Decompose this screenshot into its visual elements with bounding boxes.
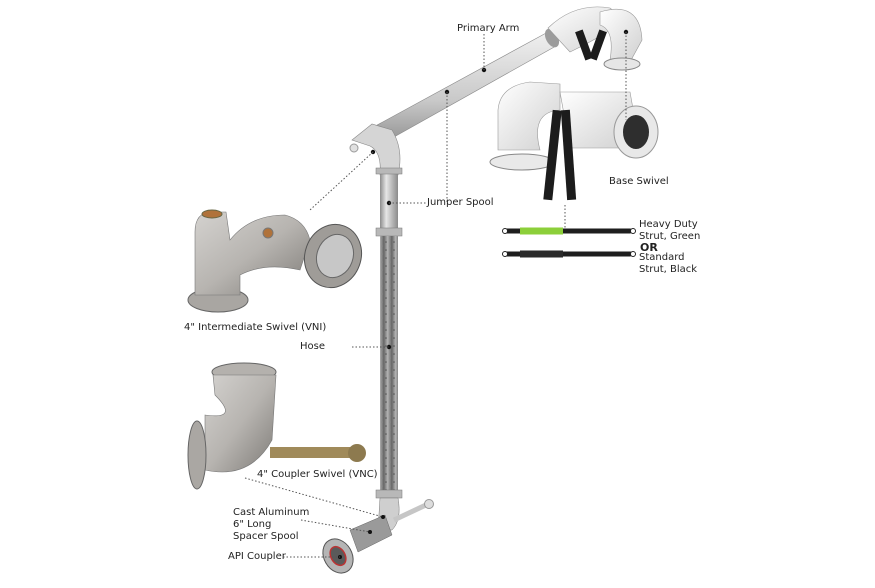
intermediate-swivel-vni — [187, 209, 362, 313]
base-swivel — [489, 81, 659, 201]
intermediate-elbow — [349, 123, 401, 176]
label-coupler-swivel: 4" Coupler Swivel (VNC) — [257, 469, 378, 480]
label-heavy-duty-strut-line1: Heavy Duty — [639, 219, 698, 230]
coupler-swivel-vnc — [187, 362, 366, 490]
bottom-coupler-assembly — [322, 497, 434, 574]
label-heavy-duty-strut: Heavy Duty Strut, Green — [639, 219, 700, 243]
top-swivel-assembly — [547, 6, 643, 71]
hose — [375, 236, 403, 499]
heavy-duty-strut-green — [502, 227, 636, 235]
label-spacer-spool: Cast Aluminum 6" Long Spacer Spool — [233, 507, 309, 543]
label-intermediate-swivel: 4" Intermediate Swivel (VNI) — [184, 322, 327, 333]
label-spacer-spool-line1: Cast Aluminum — [233, 507, 310, 518]
label-or: OR — [640, 241, 658, 254]
label-base-swivel: Base Swivel — [609, 176, 669, 187]
label-primary-arm: Primary Arm — [457, 23, 520, 34]
label-spacer-spool-line2: 6" Long — [233, 519, 272, 530]
standard-strut-black — [502, 250, 636, 258]
label-hose: Hose — [300, 341, 325, 352]
label-standard-strut: Standard Strut, Black — [639, 252, 697, 276]
label-heavy-duty-strut-line2: Strut, Green — [639, 231, 701, 242]
label-jumper-spool: Jumper Spool — [427, 197, 494, 208]
label-standard-strut-line2: Strut, Black — [639, 264, 698, 275]
label-api-coupler: API Coupler — [228, 551, 286, 562]
jumper-spool — [375, 167, 403, 237]
leader-lines — [244, 32, 627, 558]
label-standard-strut-line1: Standard — [639, 252, 685, 263]
label-spacer-spool-line3: Spacer Spool — [233, 531, 299, 542]
